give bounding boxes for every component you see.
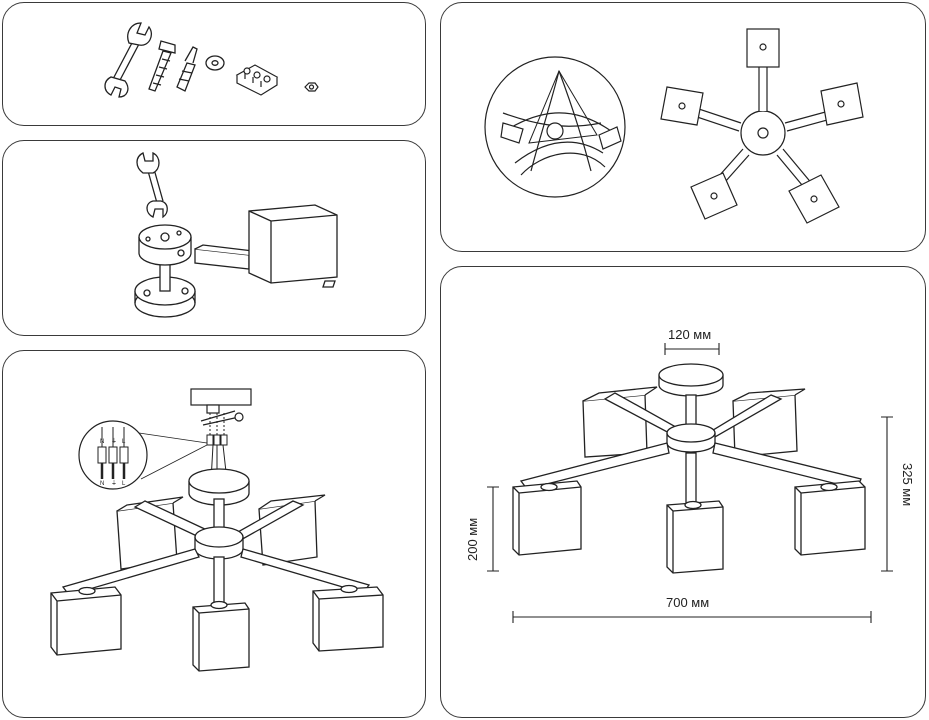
top-view-chandelier	[660, 28, 864, 224]
wrench-icon	[104, 22, 153, 98]
live-label-top: L	[122, 439, 126, 445]
live-label-bottom: L	[122, 481, 126, 487]
wrench-icon	[136, 151, 168, 219]
panel-wiring: N ⏚ L N ⏚ L	[2, 350, 426, 718]
ceiling-plate	[190, 388, 252, 426]
earth-label-bottom: ⏚	[111, 480, 117, 487]
neutral-label-bottom: N	[100, 481, 104, 487]
terminal-block-icon	[235, 64, 279, 96]
wire-routing-callout	[484, 56, 626, 198]
cube-shade	[248, 204, 338, 288]
panel-hardware-kit	[2, 2, 426, 126]
chandelier-assembled	[50, 468, 384, 672]
width-label: 700 мм	[666, 595, 709, 610]
wall-plug-icon	[176, 46, 198, 92]
neutral-label-top: N	[100, 439, 104, 445]
shade-height-label: 200 мм	[465, 518, 480, 561]
panel-top-view	[440, 2, 926, 252]
base-disc	[134, 258, 196, 318]
wiring-detail-callout: N ⏚ L N ⏚ L	[78, 420, 208, 490]
panel-arm-mounting	[2, 140, 426, 336]
dimension-lines	[487, 343, 893, 623]
total-height-label: 325 мм	[900, 463, 915, 506]
base-diameter-label: 120 мм	[668, 327, 711, 342]
hub	[138, 224, 192, 266]
nut-icon	[304, 82, 319, 92]
panel-dimensions: 120 мм 700 мм 325 мм 200 мм	[440, 266, 926, 718]
front-view-chandelier	[512, 363, 866, 574]
screw-icon	[148, 40, 176, 92]
earth-label-top: ⏚	[111, 438, 117, 445]
arm	[194, 244, 255, 270]
washer-icon	[205, 55, 225, 71]
